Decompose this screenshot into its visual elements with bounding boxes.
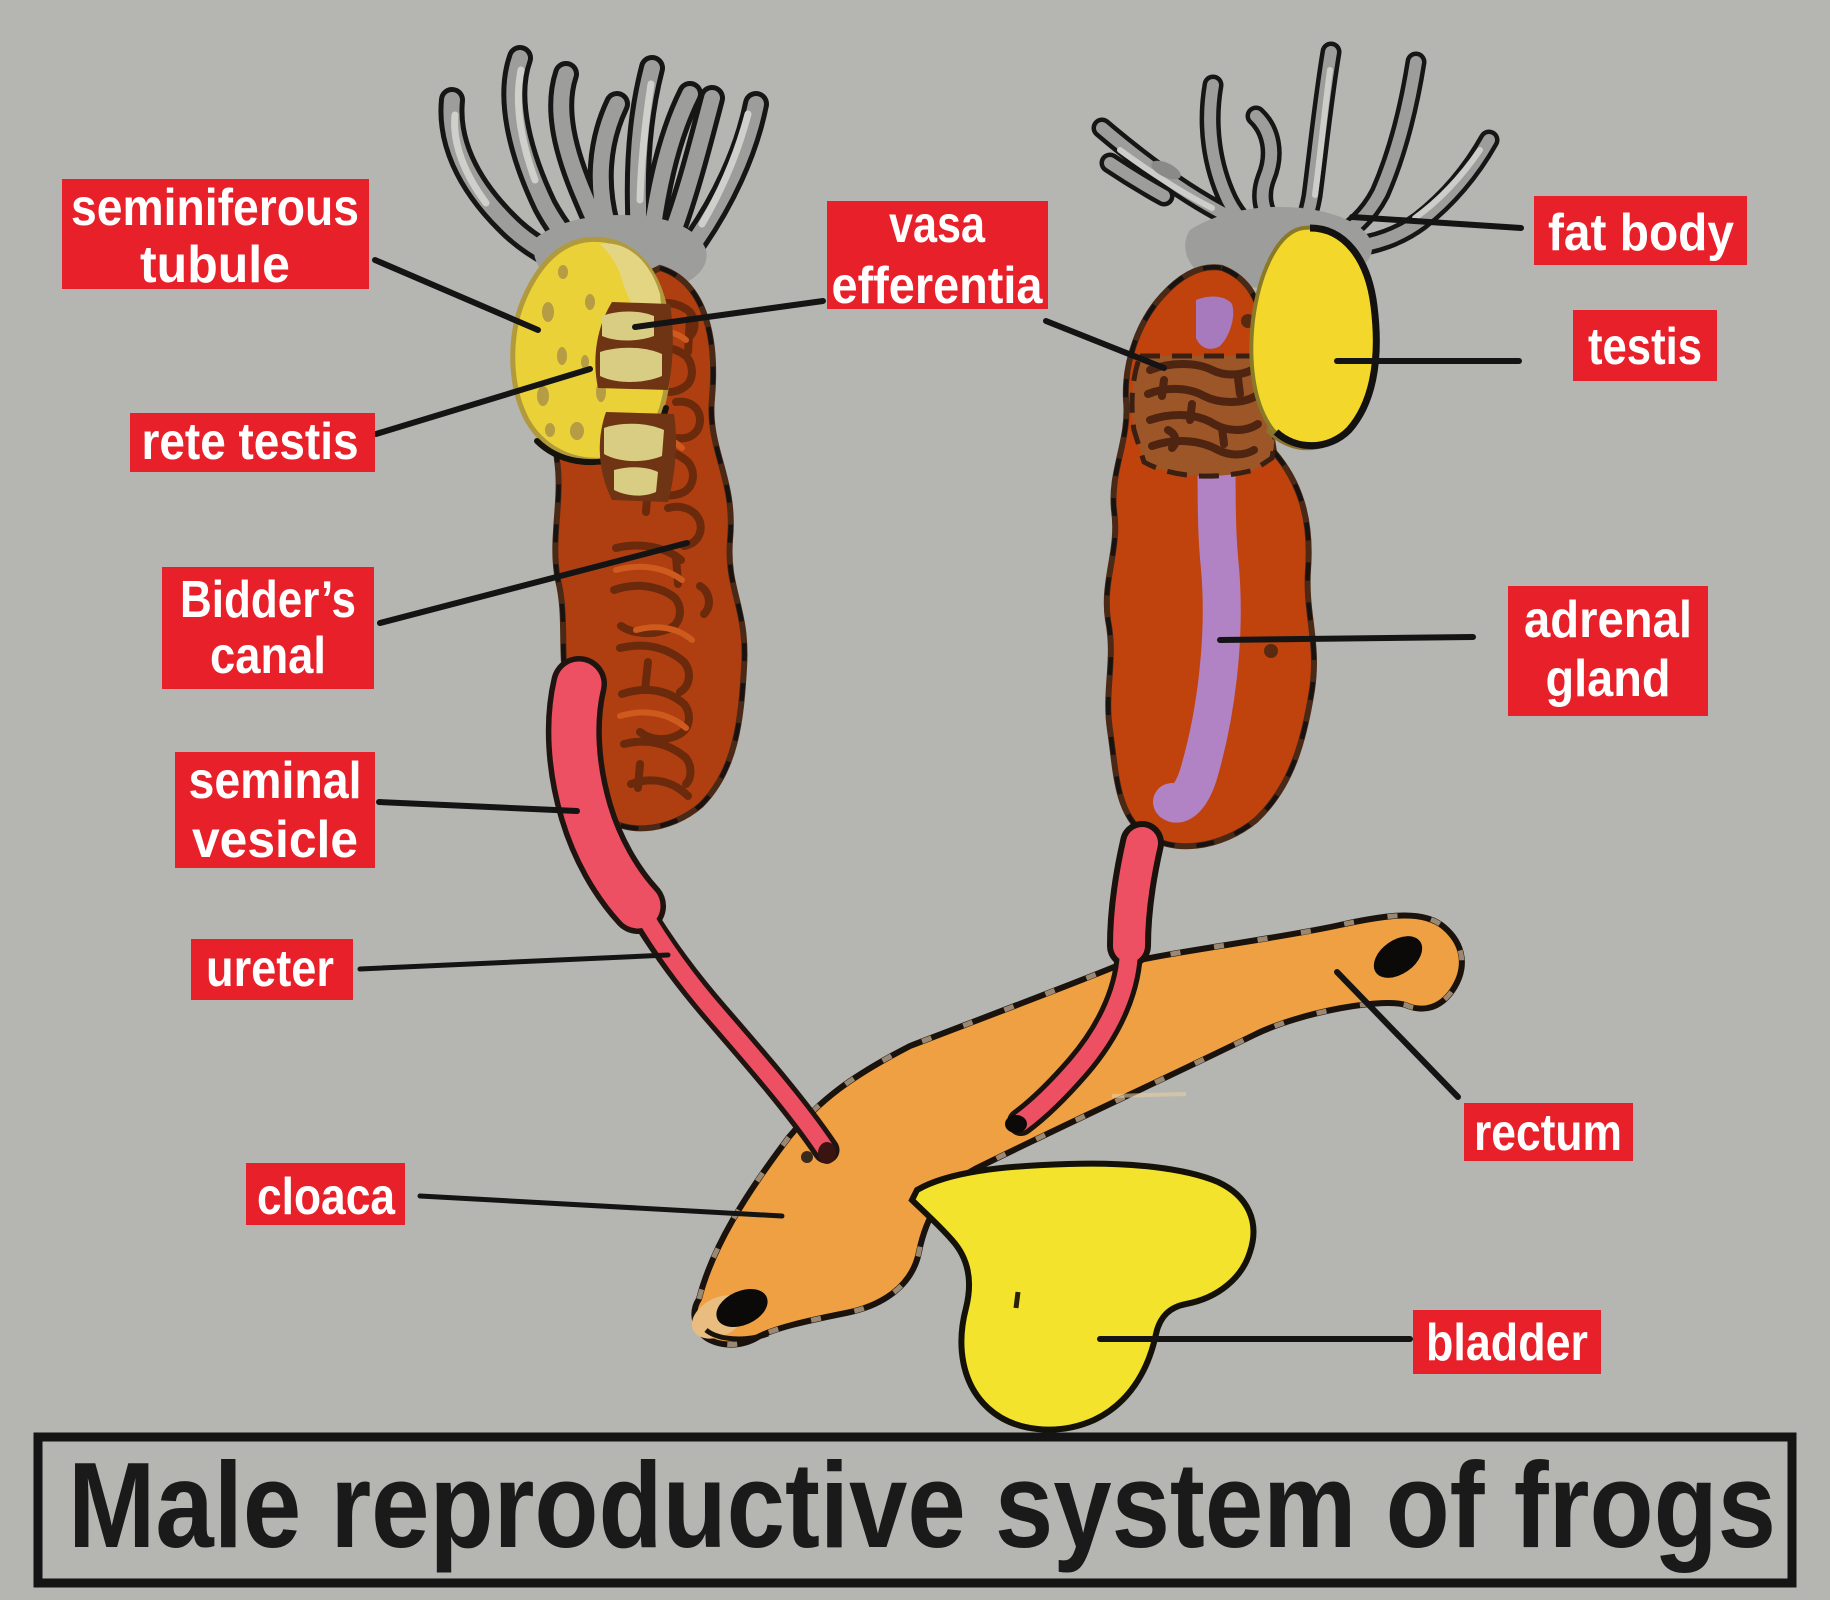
svg-text:seminiferous: seminiferous bbox=[71, 179, 359, 237]
svg-text:seminal: seminal bbox=[189, 752, 362, 810]
svg-text:vasa: vasa bbox=[889, 196, 986, 254]
svg-text:efferentia: efferentia bbox=[832, 257, 1044, 315]
svg-text:adrenal: adrenal bbox=[1524, 591, 1692, 649]
svg-text:tubule: tubule bbox=[140, 236, 290, 294]
svg-text:Male reproductive system of fr: Male reproductive system of frogs bbox=[68, 1437, 1776, 1573]
svg-text:fat body: fat body bbox=[1548, 204, 1734, 262]
svg-text:ureter: ureter bbox=[206, 940, 334, 998]
svg-text:canal: canal bbox=[210, 627, 326, 685]
svg-text:cloaca: cloaca bbox=[257, 1168, 396, 1226]
svg-text:bladder: bladder bbox=[1426, 1314, 1588, 1372]
svg-text:testis: testis bbox=[1588, 318, 1702, 376]
svg-text:rectum: rectum bbox=[1474, 1104, 1622, 1162]
svg-text:vesicle: vesicle bbox=[192, 811, 358, 869]
svg-text:Bidder’s: Bidder’s bbox=[180, 571, 356, 629]
svg-text:gland: gland bbox=[1546, 650, 1671, 708]
svg-text:rete testis: rete testis bbox=[142, 413, 359, 471]
